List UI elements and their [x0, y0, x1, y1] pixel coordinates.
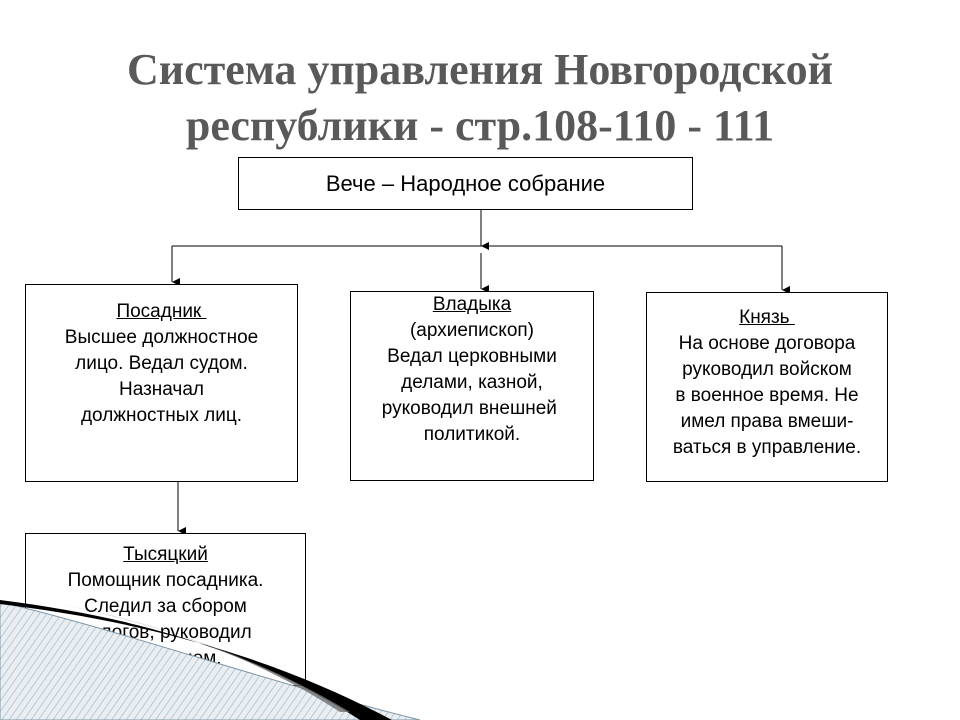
node-posadnik-text: должностных лиц. — [80, 405, 243, 426]
node-posadnik-text: Высшее должностное — [64, 327, 259, 348]
node-knyaz-text: имел права вмеши- — [680, 411, 854, 432]
node-tysyatsky-text: налогов, руководил — [79, 622, 252, 643]
node-vladyka-text: политикой. — [423, 424, 521, 445]
node-posadnik-text: Назначал — [119, 379, 204, 400]
node-tysyatsky-text: Помощник посадника. — [67, 570, 264, 591]
node-posadnik: Посадник Высшее должностное лицо. Ведал … — [25, 284, 298, 482]
node-vladyka-text: руководил внешней — [381, 398, 563, 419]
node-vladyka-text: (архиепископ) — [409, 320, 535, 341]
node-tysyatsky: Тысяцкий Помощник посадника. Следил за с… — [25, 533, 306, 686]
page-title-line-1: Система управления Новгородской — [126, 45, 834, 94]
node-tysyatsky-heading: Тысяцкий — [123, 544, 208, 565]
node-knyaz-text: в военное время. Не — [675, 385, 859, 406]
node-knyaz-text: руководил войском — [682, 359, 852, 380]
node-vladyka: Владыка (архиепископ) Ведал церковными д… — [350, 291, 594, 481]
node-tysyatsky-text: ополчением. — [109, 648, 222, 669]
node-veche: Вече – Народное собрание — [238, 157, 693, 210]
node-posadnik-text: лицо. Ведал судом. — [75, 353, 248, 374]
node-veche-label: Вече – Народное собрание — [325, 171, 606, 196]
node-vladyka-text: делами, казной, — [401, 372, 543, 393]
node-knyaz-text: ваться в управление. — [672, 437, 862, 458]
node-tysyatsky-text: Следил за сбором — [84, 596, 247, 617]
node-knyaz-heading: Князь — [739, 307, 795, 328]
node-vladyka-heading: Владыка — [432, 294, 512, 315]
node-vladyka-text: Ведал церковными — [387, 346, 557, 367]
page-title-line-2: республики - стр.108-110 - 111 — [185, 101, 775, 150]
node-knyaz-text: На основе договора — [678, 333, 856, 354]
node-posadnik-heading: Посадник — [116, 301, 207, 322]
node-knyaz: Князь На основе договора руководил войск… — [646, 292, 888, 482]
